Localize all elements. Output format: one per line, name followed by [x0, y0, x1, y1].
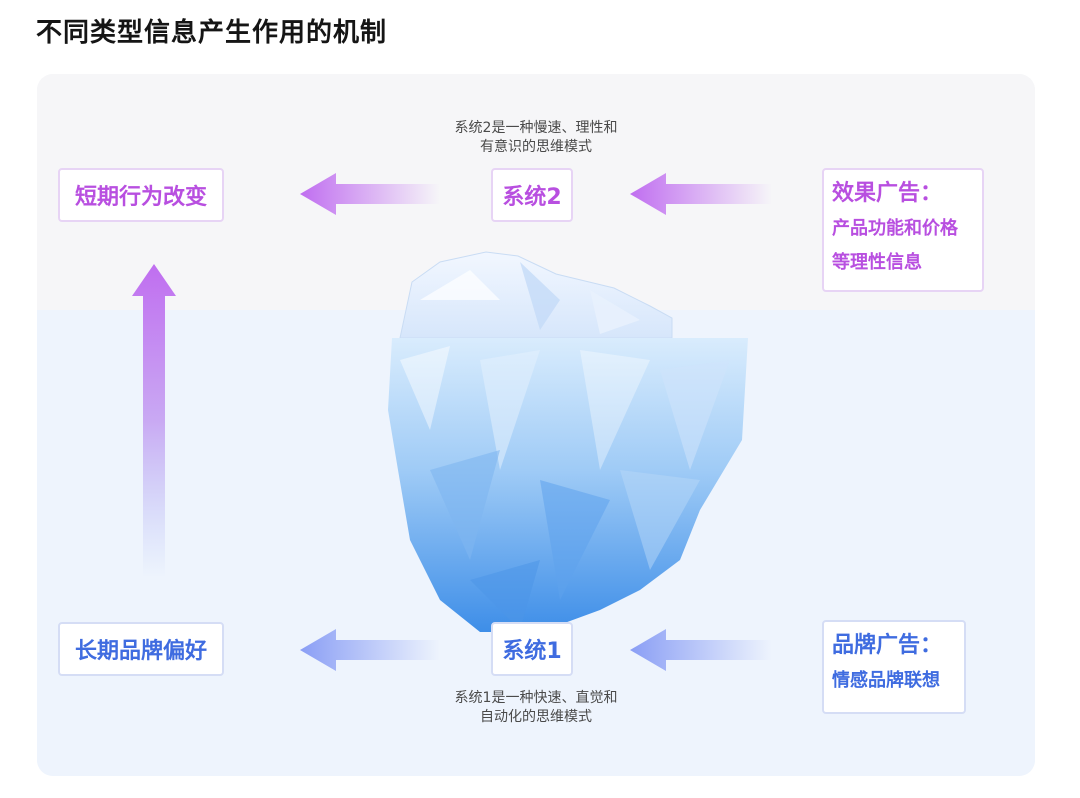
brand-ad-box: 品牌广告： 情感品牌联想 [822, 620, 966, 714]
arrow-up-icon [132, 264, 176, 578]
caption-line: 自动化的思维模式 [480, 709, 592, 725]
effect-ad-head: 效果广告： [832, 181, 943, 206]
diagram-title: 不同类型信息产生作用的机制 [36, 18, 388, 48]
effect-ad-line: 产品功能和价格 [832, 218, 958, 239]
effect-ad-box: 效果广告： 产品功能和价格 等理性信息 [822, 168, 984, 292]
caption-line: 系统1是一种快速、直觉和 [454, 690, 618, 706]
brand-ad-head: 品牌广告： [832, 633, 943, 658]
system2-caption: 系统2是一种慢速、理性和 有意识的思维模式 [406, 119, 666, 157]
iceberg-illustration [388, 251, 748, 632]
system2-box: 系统2 [491, 168, 573, 222]
brand-ad-line: 情感品牌联想 [832, 670, 940, 691]
arrow-left-icon [300, 629, 440, 671]
long-term-preference-box: 长期品牌偏好 [58, 622, 224, 676]
short-term-behavior-box: 短期行为改变 [58, 168, 224, 222]
effect-ad-line: 等理性信息 [832, 252, 922, 273]
caption-line: 有意识的思维模式 [480, 139, 592, 155]
arrow-left-icon [630, 173, 772, 215]
arrow-left-icon [630, 629, 772, 671]
system1-caption: 系统1是一种快速、直觉和 自动化的思维模式 [406, 689, 666, 727]
arrow-left-icon [300, 173, 440, 215]
system1-box: 系统1 [491, 622, 573, 676]
caption-line: 系统2是一种慢速、理性和 [454, 120, 618, 136]
